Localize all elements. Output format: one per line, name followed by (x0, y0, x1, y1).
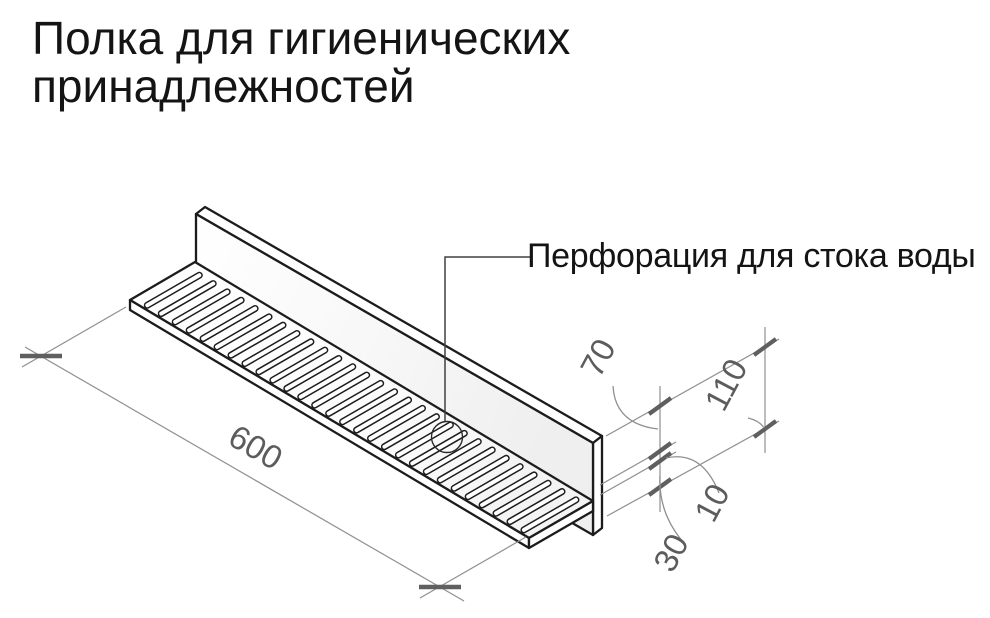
perforation-slot (187, 298, 244, 333)
perforation-slot (466, 464, 523, 499)
perforation-slot (354, 398, 411, 433)
dimension-text-70: 70 (573, 333, 623, 383)
callout: Перфорация для стока воды (444, 237, 976, 421)
tick-plate-bottom (647, 451, 673, 471)
perforation-slot (494, 481, 551, 516)
perforation-slot (508, 489, 564, 524)
perforation-slot (229, 323, 285, 358)
dimension-text-600: 600 (223, 417, 289, 477)
perforation-slots (143, 271, 580, 534)
perforation-slot (159, 281, 216, 316)
title-line-2: принадлежностей (32, 60, 415, 112)
dimension-text-110: 110 (697, 353, 754, 417)
tick-110-top (752, 337, 778, 357)
callout-label: Перфорация для стока воды (527, 237, 976, 275)
perforation-slot (145, 273, 202, 308)
perforation-slot (340, 389, 397, 424)
tick-panel-top (647, 396, 673, 416)
leader-curve-30 (659, 475, 684, 543)
extension-line-panel-top (605, 338, 780, 437)
perforation-slot (424, 439, 481, 474)
extension-line-panel-bottom (606, 420, 780, 517)
perforation-detail-circle (430, 420, 464, 454)
dimension-text-30: 30 (646, 528, 696, 578)
perforation-slot (312, 373, 369, 408)
drawing-title: Полка для гигиенических принадлежностей (32, 12, 570, 112)
perforation-slot (215, 314, 272, 349)
perforation-slot (368, 406, 425, 441)
tick-110-bottom (752, 419, 778, 439)
perforation-slot (438, 447, 495, 482)
perforation-slot (396, 423, 453, 458)
perforation-slot (452, 456, 509, 491)
tick-plate-top (647, 441, 673, 461)
dimension-total-height-110: 110 (697, 327, 778, 453)
leader-curve-10 (665, 456, 720, 494)
dimension-text-10: 10 (687, 478, 737, 528)
perforation-slot (201, 306, 258, 341)
title-line-1: Полка для гигиенических (32, 12, 570, 64)
back-panel-end-face (591, 434, 604, 537)
perforation-slot (521, 497, 578, 532)
perforation-slot (270, 348, 327, 383)
leader-curve-110 (747, 417, 765, 429)
dimension-line-600 (24, 346, 465, 602)
perforation-slot (173, 289, 230, 324)
leader-curve-70 (612, 385, 659, 430)
callout-leader-line (444, 256, 530, 421)
perforation-slot (298, 364, 355, 399)
perforation-slot (256, 339, 313, 374)
plate-end-face (527, 499, 595, 550)
perforation-slot (480, 472, 537, 507)
perforation-slot (410, 431, 467, 466)
perforation-slot (326, 381, 383, 416)
perforation-slot (242, 331, 299, 366)
perforation-slot (284, 356, 341, 391)
perforation-slot (382, 414, 439, 449)
